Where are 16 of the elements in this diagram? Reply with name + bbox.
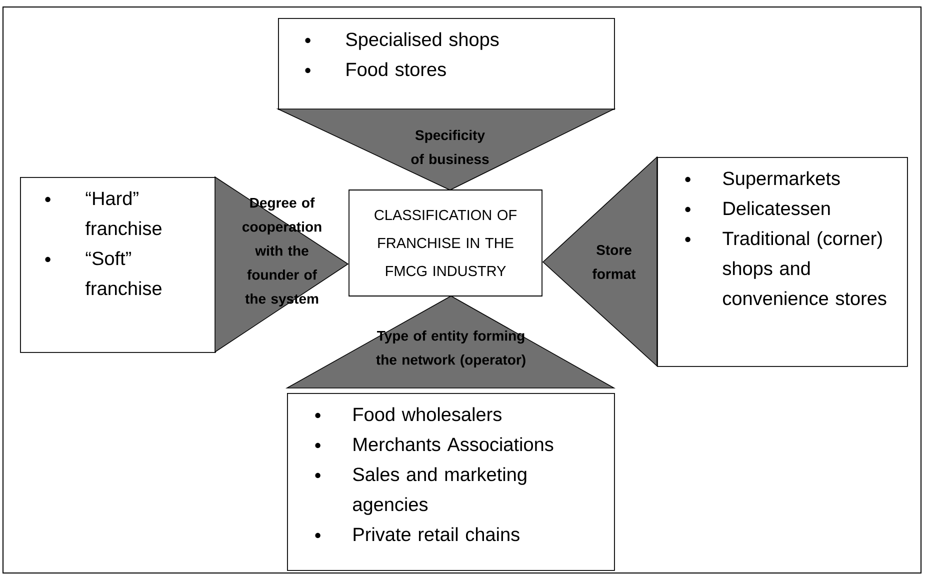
list-item: Food stores bbox=[305, 62, 446, 76]
list-box bbox=[20, 177, 216, 353]
list-item: Sales and marketing agencies bbox=[315, 467, 526, 515]
list-item: Private retail chains bbox=[315, 527, 520, 542]
list-item: Supermarkets bbox=[685, 171, 840, 189]
list-item: “Hard” franchise bbox=[45, 191, 162, 236]
list-item: Delicatessen bbox=[685, 201, 830, 216]
list-item: Food wholesalers bbox=[315, 407, 502, 422]
list-item: “Soft” franchise bbox=[45, 251, 162, 296]
list-item: Traditional (corner) shops and convenience stores bbox=[685, 231, 886, 306]
list-box bbox=[657, 157, 908, 367]
list-item: Specialised shops bbox=[305, 32, 499, 50]
list-box bbox=[278, 18, 615, 110]
title-box: CLASSIFICATION OF FRANCHISE IN THE FMCG INDUSTRY bbox=[348, 190, 542, 296]
list-item: Merchants Associations bbox=[315, 437, 554, 452]
list-box bbox=[287, 393, 615, 571]
